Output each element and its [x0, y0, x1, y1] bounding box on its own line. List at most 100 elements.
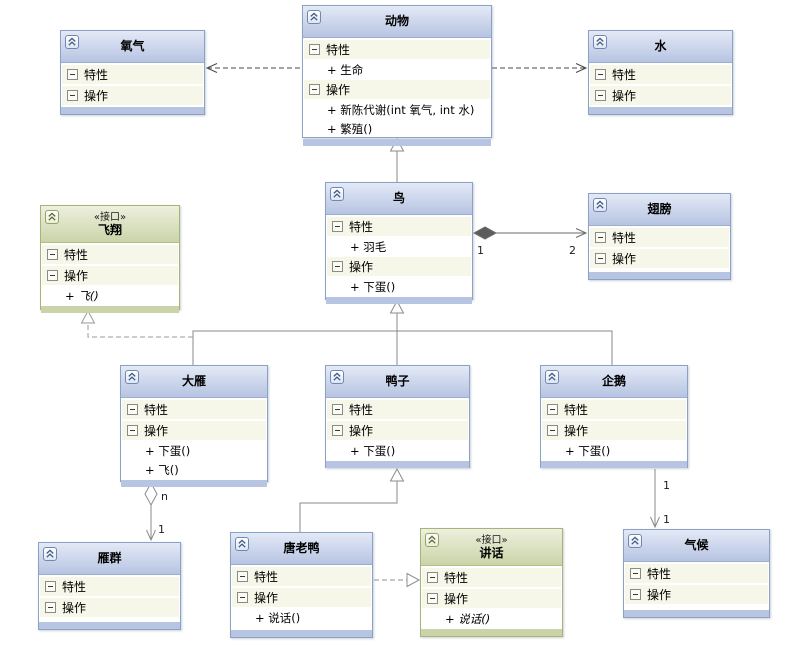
- class-compartments: 特性操作: [61, 63, 204, 114]
- connector-line[interactable]: [192, 330, 613, 365]
- double-chevron-up-icon[interactable]: [43, 547, 57, 561]
- section-label: 特性: [326, 43, 351, 57]
- class-title: 飞翔: [97, 222, 122, 237]
- open-arrowhead-icon: [146, 529, 156, 542]
- class-header: 雁群: [39, 543, 180, 575]
- double-chevron-up-icon[interactable]: [125, 370, 139, 384]
- class-bird[interactable]: 鸟特性+ 羽毛操作+ 下蛋(): [325, 182, 473, 304]
- class-header: 氧气: [61, 31, 204, 63]
- member-row[interactable]: + 新陈代谢(int 氧气, int 水): [304, 101, 490, 118]
- double-chevron-up-icon[interactable]: [628, 534, 642, 548]
- double-chevron-up-icon[interactable]: [593, 198, 607, 212]
- member-row[interactable]: + 说话(): [422, 610, 561, 627]
- member-row[interactable]: + 繁殖(): [304, 120, 490, 137]
- member-row[interactable]: + 下蛋(): [327, 442, 468, 459]
- minus-icon[interactable]: [630, 589, 641, 600]
- minus-icon[interactable]: [595, 90, 606, 101]
- minus-icon[interactable]: [47, 249, 58, 260]
- minus-icon[interactable]: [547, 425, 558, 436]
- class-title: 动物: [384, 14, 409, 28]
- class-fly[interactable]: «接口»飞翔特性操作+ 飞(): [40, 205, 180, 313]
- class-penguin[interactable]: 企鹅特性操作+ 下蛋(): [540, 365, 688, 468]
- minus-icon[interactable]: [332, 221, 343, 232]
- double-chevron-up-icon[interactable]: [593, 35, 607, 49]
- minus-icon[interactable]: [595, 69, 606, 80]
- connector-generalization-branch-bar[interactable]: [192, 330, 613, 365]
- minus-icon[interactable]: [630, 568, 641, 579]
- minus-icon[interactable]: [427, 593, 438, 604]
- double-chevron-up-icon[interactable]: [65, 35, 79, 49]
- minus-icon[interactable]: [237, 592, 248, 603]
- minus-icon[interactable]: [45, 602, 56, 613]
- class-goose[interactable]: 大雁特性操作+ 下蛋()+ 飞(): [120, 365, 268, 487]
- member-row[interactable]: + 飞(): [42, 287, 178, 304]
- minus-icon[interactable]: [595, 232, 606, 243]
- minus-icon[interactable]: [309, 84, 320, 95]
- minus-icon[interactable]: [332, 261, 343, 272]
- class-compartments: 特性+ 羽毛操作+ 下蛋(): [326, 215, 472, 304]
- member-row[interactable]: + 羽毛: [327, 238, 471, 255]
- connector-aggregation-goose-flock[interactable]: n1: [144, 481, 168, 542]
- double-chevron-up-icon[interactable]: [330, 370, 344, 384]
- open-arrowhead-icon: [575, 228, 588, 238]
- minus-icon[interactable]: [595, 253, 606, 264]
- minus-icon[interactable]: [45, 581, 56, 592]
- class-header: 鸭子: [326, 366, 469, 398]
- minus-icon[interactable]: [427, 572, 438, 583]
- minus-icon[interactable]: [47, 270, 58, 281]
- double-chevron-up-icon[interactable]: [307, 10, 321, 24]
- double-chevron-up-icon[interactable]: [45, 210, 59, 224]
- class-flock[interactable]: 雁群特性操作: [38, 542, 181, 630]
- connector-line[interactable]: [87, 323, 193, 338]
- class-donald[interactable]: 唐老鸭特性操作+ 说话(): [230, 532, 373, 638]
- connector-association-penguin-climate[interactable]: 11: [650, 469, 671, 529]
- class-compartments: 特性操作: [589, 63, 732, 114]
- double-chevron-up-icon[interactable]: [330, 187, 344, 201]
- stereotype-label: «接口»: [475, 534, 508, 546]
- double-chevron-up-icon[interactable]: [545, 370, 559, 384]
- class-header: 大雁: [121, 366, 267, 398]
- connector-dependency-animal-water[interactable]: [492, 63, 588, 73]
- minus-icon[interactable]: [547, 404, 558, 415]
- member-row[interactable]: + 生命: [304, 61, 490, 78]
- minus-icon[interactable]: [237, 571, 248, 582]
- class-compartments: 特性操作+ 说话(): [231, 565, 372, 637]
- section-row: 操作: [422, 589, 561, 608]
- member-row[interactable]: + 下蛋(): [542, 442, 686, 459]
- connector-dependency-animal-oxygen[interactable]: [205, 63, 300, 73]
- connector-realization-goose-fly[interactable]: [80, 309, 194, 338]
- member-row[interactable]: + 下蛋(): [122, 442, 266, 459]
- class-duck[interactable]: 鸭子特性操作+ 下蛋(): [325, 365, 470, 468]
- minus-icon[interactable]: [67, 69, 78, 80]
- minus-icon[interactable]: [309, 44, 320, 55]
- minus-icon[interactable]: [67, 90, 78, 101]
- member-row[interactable]: + 说话(): [232, 609, 371, 626]
- class-wings[interactable]: 翅膀特性操作: [588, 193, 731, 280]
- minus-icon[interactable]: [332, 425, 343, 436]
- class-oxygen[interactable]: 氧气特性操作: [60, 30, 205, 115]
- connector-generalization-duck-bird[interactable]: [389, 299, 405, 365]
- class-climate[interactable]: 气候特性操作: [623, 529, 770, 618]
- section-label: 特性: [564, 403, 589, 417]
- multiplicity-label: 1: [663, 479, 670, 492]
- class-animal[interactable]: 动物特性 + 生命操作 + 新陈代谢(int 氧气, int 水) + 繁殖(): [302, 5, 492, 146]
- section-row: 操作: [304, 80, 490, 99]
- minus-icon[interactable]: [127, 425, 138, 436]
- double-chevron-up-icon[interactable]: [425, 533, 439, 547]
- member-row[interactable]: + 飞(): [122, 461, 266, 478]
- double-chevron-up-icon[interactable]: [235, 537, 249, 551]
- member-row[interactable]: + 下蛋(): [327, 278, 471, 295]
- class-header: 动物: [303, 6, 491, 38]
- minus-icon[interactable]: [127, 404, 138, 415]
- minus-icon[interactable]: [332, 404, 343, 415]
- connector-line[interactable]: [299, 481, 398, 532]
- class-talk[interactable]: «接口»讲话特性操作+ 说话(): [420, 528, 563, 637]
- class-water[interactable]: 水特性操作: [588, 30, 733, 115]
- section-label: 操作: [64, 269, 89, 283]
- connector-realization-donald-talk[interactable]: [374, 572, 421, 588]
- connector-generalization-donald-duck[interactable]: [299, 467, 405, 532]
- class-compartments: 特性操作+ 下蛋()+ 飞(): [121, 398, 267, 487]
